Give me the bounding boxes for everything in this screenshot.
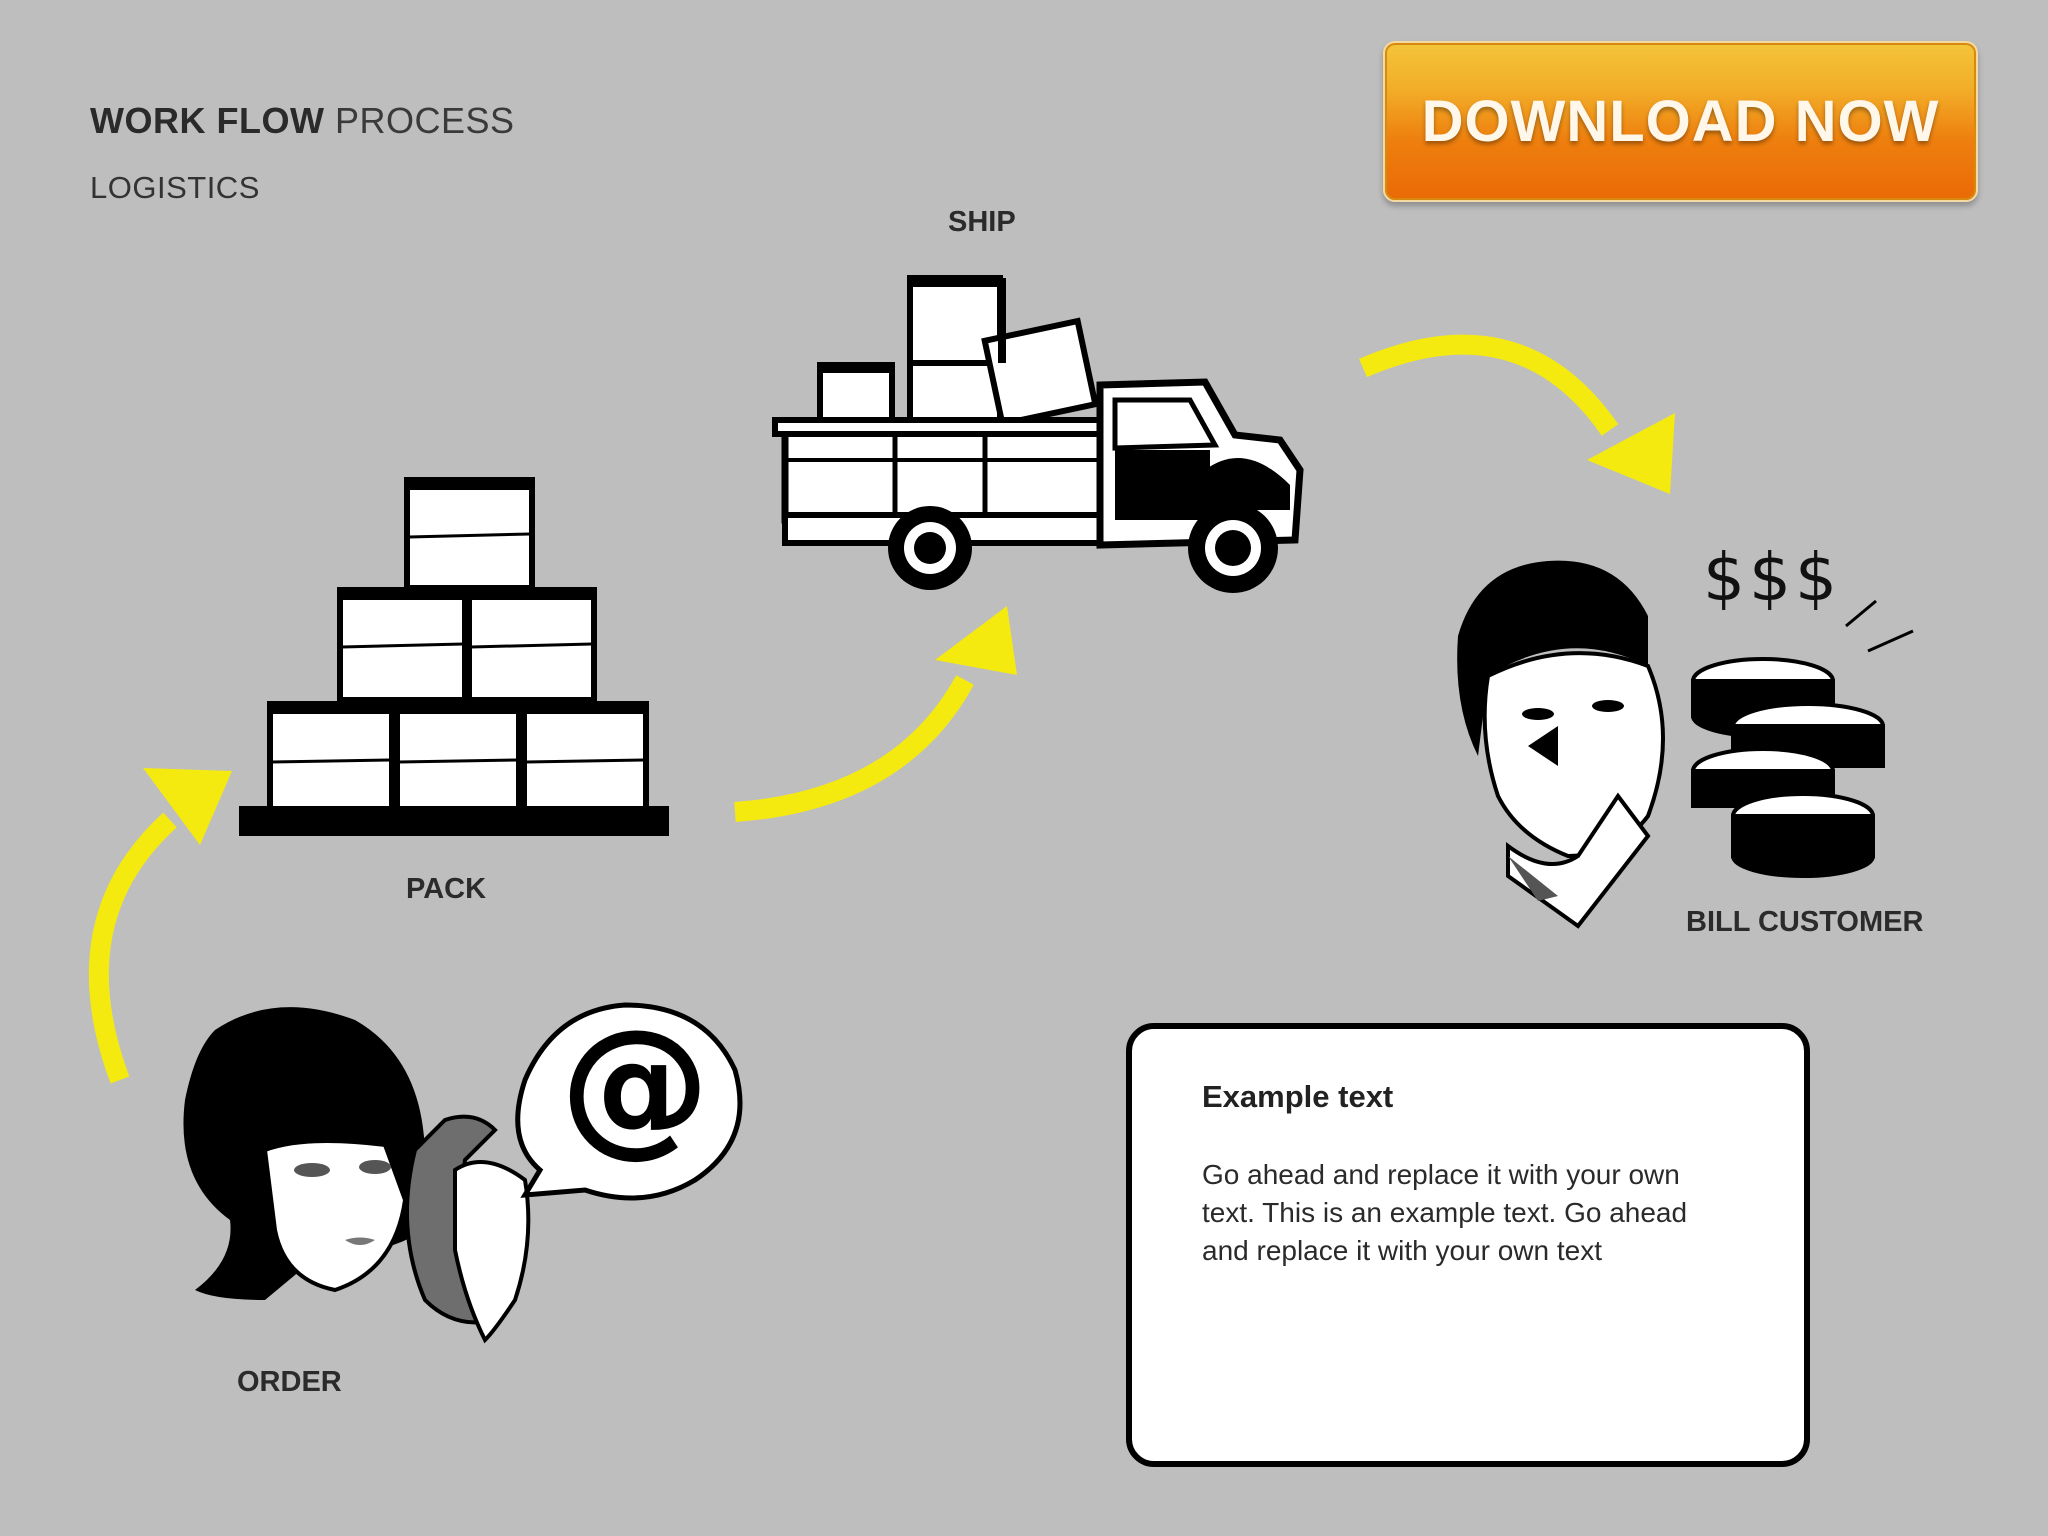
arrow-order-to-pack [88, 812, 177, 1084]
text-box-body: Go ahead and replace it with your own te… [1202, 1159, 1688, 1266]
arrowhead-ship [935, 606, 1017, 675]
page-subtitle: LOGISTICS [90, 170, 260, 205]
arrow-pack-to-ship [734, 675, 974, 822]
arrowhead-pack [143, 768, 232, 845]
truck-illustration [772, 275, 1304, 593]
boxes-illustration [239, 477, 669, 836]
arrow-ship-to-bill [1359, 334, 1619, 436]
example-text-box: Example text Go ahead and replace it wit… [1126, 1023, 1810, 1467]
arrowhead-bill [1587, 413, 1675, 494]
text-box-heading: Example text [1202, 1079, 1394, 1114]
title-bold: WORK FLOW [90, 100, 325, 141]
title-light: PROCESS [334, 100, 515, 141]
page-title: WORK FLOW PROCESS [90, 100, 515, 142]
step-label-ship: SHIP [948, 206, 1016, 238]
step-label-pack: PACK [406, 873, 487, 905]
at-symbol: @ [560, 998, 710, 1172]
dollar-signs: $$$ [1703, 539, 1841, 616]
step-label-order: ORDER [237, 1366, 342, 1398]
step-label-bill-customer: BILL CUSTOMER [1686, 906, 1924, 938]
order-illustration [183, 1002, 743, 1344]
bill-customer-illustration [1457, 560, 1914, 929]
download-now-button[interactable]: DOWNLOAD NOW [1383, 41, 1978, 202]
